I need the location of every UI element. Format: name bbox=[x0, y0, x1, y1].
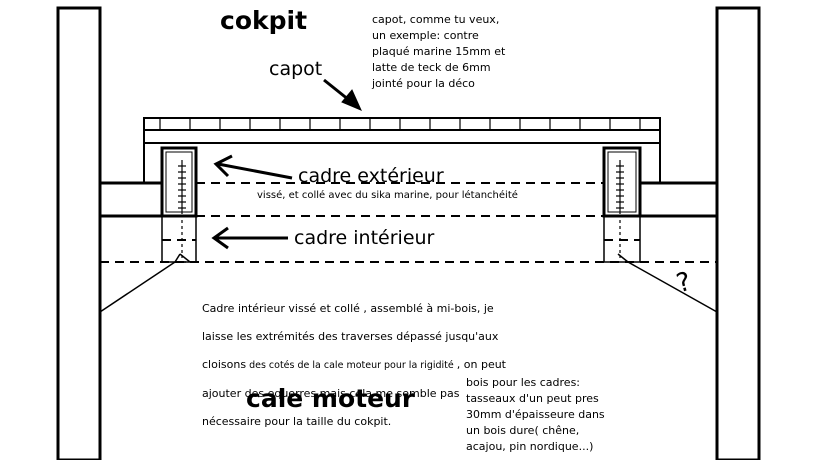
cadre-exterieur-arrow bbox=[213, 154, 293, 180]
cadre-exterieur-label: cadre extérieur bbox=[298, 165, 444, 187]
cadre-interieur-label: cadre intérieur bbox=[294, 227, 435, 249]
capot-label: capot bbox=[269, 58, 323, 80]
cale-moteur-label: cale moteur bbox=[246, 384, 415, 413]
bois-note: bois pour les cadres: tasseaux d'un peut… bbox=[466, 376, 605, 453]
cadre-exterieur-note: vissé, et collé avec du sika marine, pou… bbox=[257, 190, 518, 201]
cadre-interieur-arrow bbox=[211, 226, 288, 250]
dashed-lines bbox=[100, 182, 717, 263]
cokpit-label: cokpit bbox=[220, 6, 308, 35]
diagonal-braces bbox=[99, 253, 718, 313]
capot-cover bbox=[143, 117, 661, 184]
screws bbox=[178, 160, 624, 258]
capot-arrow bbox=[323, 78, 362, 111]
right-bulkhead bbox=[715, 6, 761, 460]
capot-note: capot, comme tu veux, un exemple: contre… bbox=[372, 13, 506, 90]
cadre-interieur-paragraph: Cadre intérieur vissé et collé , assembl… bbox=[202, 302, 506, 428]
left-bulkhead bbox=[56, 6, 102, 460]
